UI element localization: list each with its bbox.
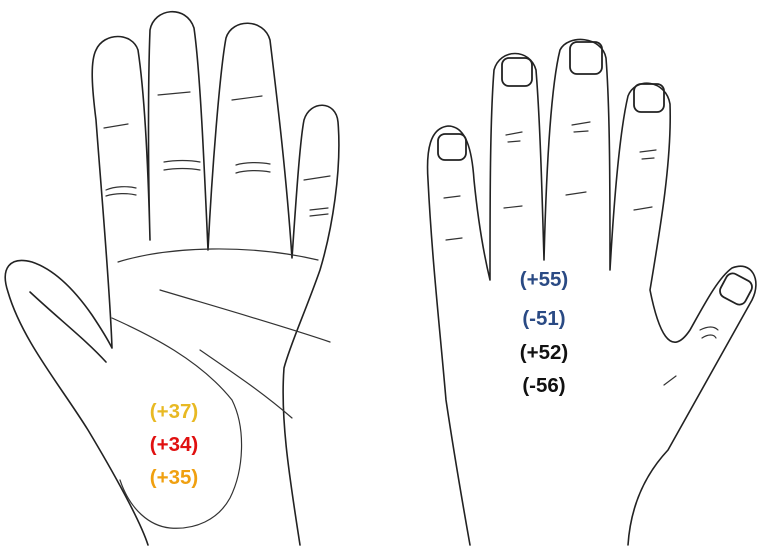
knuckle-wrinkle bbox=[573, 130, 589, 133]
finger-crease bbox=[103, 123, 129, 129]
palm-hand: (+37) (+34) (+35) bbox=[4, 10, 340, 546]
fingernail bbox=[501, 57, 533, 87]
knuckle-wrinkle bbox=[565, 191, 587, 196]
knuckle-wrinkle bbox=[699, 326, 719, 331]
knuckle-wrinkle bbox=[445, 237, 463, 241]
knuckle-wrinkle bbox=[701, 334, 717, 339]
life-line bbox=[199, 349, 293, 419]
back-label: (+52) bbox=[520, 341, 568, 364]
knuckle-wrinkle bbox=[443, 195, 461, 199]
palm-label: (+35) bbox=[150, 466, 198, 489]
thumb-inner-line bbox=[29, 291, 107, 363]
finger-crease bbox=[235, 170, 271, 174]
knuckle-wrinkle bbox=[641, 157, 655, 160]
palm-label: (+34) bbox=[150, 433, 198, 456]
finger-crease bbox=[157, 91, 191, 96]
back-hand: (+55) (-51) (+52) (-56) bbox=[426, 38, 757, 546]
head-line bbox=[159, 289, 331, 343]
thenar-boundary bbox=[111, 317, 243, 529]
finger-crease bbox=[163, 167, 201, 171]
knuckle-wrinkle bbox=[663, 375, 677, 386]
knuckle-wrinkle bbox=[505, 131, 523, 136]
finger-crease bbox=[235, 162, 271, 166]
finger-crease bbox=[163, 159, 201, 163]
knuckle-wrinkle bbox=[507, 140, 521, 143]
knuckle-wrinkle bbox=[503, 205, 523, 209]
finger-crease bbox=[309, 207, 329, 211]
finger-crease bbox=[231, 95, 263, 101]
fingernail bbox=[569, 41, 603, 75]
back-label: (-56) bbox=[522, 374, 565, 397]
palm-hand-outline bbox=[4, 10, 340, 546]
fingernail bbox=[633, 83, 665, 113]
finger-crease bbox=[309, 213, 329, 217]
heart-line bbox=[117, 248, 319, 263]
finger-crease bbox=[303, 175, 331, 181]
palm-label: (+37) bbox=[150, 400, 198, 423]
back-hand-outline bbox=[426, 38, 757, 546]
fingernail bbox=[719, 272, 753, 306]
finger-crease bbox=[105, 186, 137, 191]
knuckle-wrinkle bbox=[639, 149, 657, 153]
knuckle-wrinkle bbox=[633, 206, 653, 211]
back-label: (+55) bbox=[520, 268, 568, 291]
fingernail bbox=[437, 133, 467, 161]
finger-crease bbox=[105, 193, 137, 197]
back-label: (-51) bbox=[522, 307, 565, 330]
knuckle-wrinkle bbox=[571, 121, 591, 126]
